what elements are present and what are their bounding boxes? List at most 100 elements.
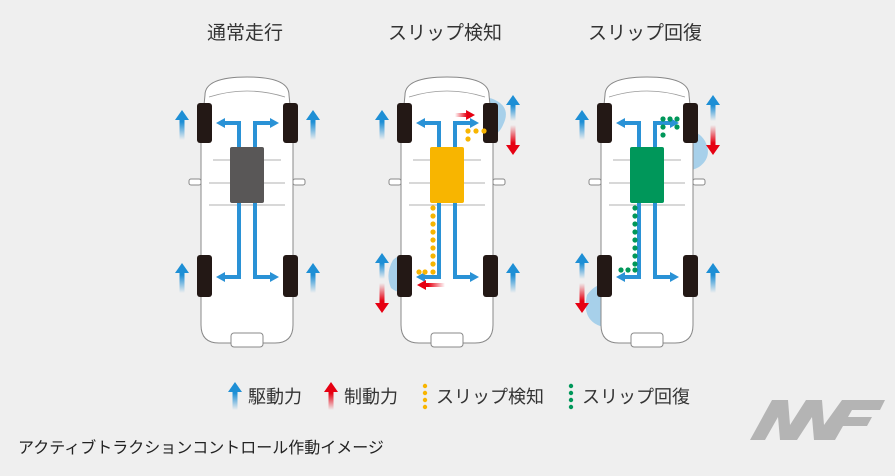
detect-dot (465, 136, 471, 142)
spare-tire (430, 332, 464, 348)
drive-arrow-outer (575, 253, 589, 279)
drive-arrow (616, 272, 635, 282)
drive-arrow (216, 118, 235, 128)
recover-dot (618, 267, 624, 273)
drive-arrow (416, 272, 435, 282)
recover-dot (632, 237, 638, 243)
drive-arrow-outer (306, 110, 320, 140)
wheel-fr (283, 103, 298, 143)
drive-arrow-outer (375, 110, 389, 140)
drive-arrow-outer (306, 263, 320, 293)
detect-dot (481, 128, 487, 134)
detect-dot (430, 269, 436, 275)
drive-arrow-outer (375, 253, 389, 279)
legend-label: 制動力 (344, 387, 398, 408)
recover-dot (632, 221, 638, 227)
detect-dot (430, 253, 436, 259)
brake-arrow (417, 280, 445, 290)
detect-dot (416, 269, 422, 275)
drive-arrow (659, 118, 679, 128)
drive-arrow (659, 272, 679, 282)
recover-dot (674, 116, 680, 122)
drive-unit (430, 147, 464, 203)
wheel-rr (283, 255, 298, 297)
drive-arrow-outer (575, 110, 589, 140)
spare-tire (230, 332, 264, 348)
recover-dot (674, 124, 680, 130)
drive-unit (230, 147, 264, 203)
legend-recover: スリップ回復 (566, 382, 690, 410)
brake-arrow (375, 283, 389, 313)
recover-dot (632, 205, 638, 211)
recover-dot (667, 116, 673, 122)
recover-dot (660, 132, 666, 138)
green-dots-icon (568, 383, 574, 410)
title-slip-recover: スリップ回復 (587, 22, 702, 44)
drive-arrow-outer (706, 263, 720, 293)
blue-arrow-icon (228, 382, 242, 410)
legend-brake: 制動力 (324, 382, 398, 410)
wheel-rr (683, 255, 698, 297)
detect-dot (430, 245, 436, 251)
yellow-dots-icon (422, 383, 428, 410)
mirror-right (692, 178, 706, 186)
recover-dot (632, 267, 638, 273)
wheel-rl (397, 255, 412, 297)
wheel-fr (483, 103, 498, 143)
detect-dot (430, 229, 436, 235)
car-outline (200, 76, 294, 344)
drive-arrow (259, 272, 279, 282)
spare-tire (630, 332, 664, 348)
car-diagrams (175, 76, 720, 348)
drive-arrow (259, 118, 279, 128)
wheel-rl (597, 255, 612, 297)
car-2 (575, 76, 720, 348)
detect-dot (465, 128, 471, 134)
detect-dot (430, 221, 436, 227)
legend-label: 駆動力 (248, 387, 302, 408)
brake-arrow (575, 283, 589, 313)
legend-label: スリップ検知 (436, 387, 544, 408)
caption: アクティブトラクションコントロール作動イメージ (18, 438, 384, 457)
detect-dot (430, 237, 436, 243)
wheel-fr (683, 103, 698, 143)
drive-arrow-outer (175, 263, 189, 293)
wheel-rl (197, 255, 212, 297)
title-slip-detect: スリップ検知 (387, 22, 502, 44)
detect-dot (430, 213, 436, 219)
legend-label: スリップ回復 (582, 387, 690, 408)
red-arrow-icon (324, 382, 338, 410)
wheel-fl (197, 103, 212, 143)
drive-arrow (416, 118, 435, 128)
wheel-fl (597, 103, 612, 143)
drive-unit (630, 147, 664, 203)
legend-detect: スリップ検知 (420, 382, 544, 410)
wheel-rr (483, 255, 498, 297)
title-normal: 通常走行 (206, 22, 283, 44)
car-outline (400, 76, 494, 344)
car-0 (175, 76, 320, 348)
recover-dot (632, 213, 638, 219)
drive-arrow (216, 272, 235, 282)
brake-arrow (455, 110, 475, 120)
brake-arrow (506, 125, 520, 155)
detect-dot (430, 261, 436, 267)
drive-arrow (616, 118, 635, 128)
mirror-right (292, 178, 306, 186)
drive-arrow-outer (506, 95, 520, 121)
drive-arrow-outer (706, 95, 720, 121)
legend-drive: 駆動力 (228, 382, 302, 410)
drive-arrow-outer (175, 110, 189, 140)
recover-dot (660, 116, 666, 122)
wheel-fl (397, 103, 412, 143)
detect-dot (422, 269, 428, 275)
recover-dot (632, 245, 638, 251)
recover-dot (660, 124, 666, 130)
mirror-left (188, 178, 202, 186)
drive-arrow (459, 272, 479, 282)
recover-dot (632, 229, 638, 235)
drive-arrow-outer (506, 263, 520, 293)
mirror-left (388, 178, 402, 186)
recover-dot (632, 261, 638, 267)
recover-dot (632, 253, 638, 259)
